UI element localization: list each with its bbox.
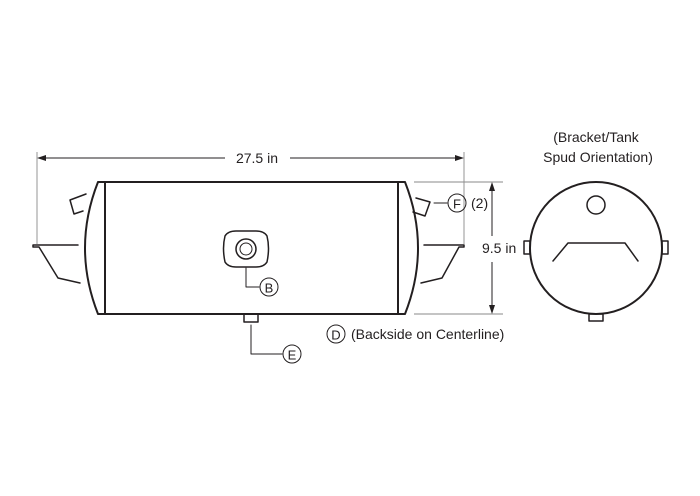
length-dimension: 27.5 in: [36, 150, 465, 244]
bottom-spud: [243, 313, 259, 323]
center-spud-inner-ring: [239, 242, 253, 256]
end-view-left-spud: [523, 240, 531, 255]
callout-b: B: [245, 267, 279, 297]
callout-f-letter: F: [453, 197, 461, 212]
callout-e-letter: E: [288, 348, 297, 363]
diameter-dimension: 9.5 in: [414, 181, 516, 315]
callout-b-letter: B: [265, 281, 274, 296]
end-view-bottom-spud: [588, 313, 604, 322]
center-spud-outer-ring: [235, 238, 257, 260]
callout-d-circle: [326, 324, 346, 344]
callout-e-circle: [282, 344, 302, 364]
end-view-title-line1: (Bracket/Tank: [553, 129, 640, 145]
tank-side-view: [32, 181, 465, 323]
callout-f-note: (2): [471, 195, 488, 211]
tank-end-view: (Bracket/Tank Spud Orientation): [523, 129, 669, 322]
end-view-right-spud: [661, 240, 669, 255]
left-mounting-bracket: [32, 244, 81, 284]
right-end-cap: [397, 181, 419, 315]
diameter-dimension-label: 9.5 in: [482, 240, 516, 256]
end-view-title-line2: Spud Orientation): [543, 149, 653, 165]
left-end-cap: [84, 181, 106, 315]
end-view-tank-circle: [529, 181, 663, 315]
right-spud: [412, 197, 431, 217]
left-top-spud: [69, 193, 87, 215]
callout-d-letter: D: [331, 328, 340, 343]
length-dimension-label: 27.5 in: [236, 150, 278, 166]
callout-d-note: (Backside on Centerline): [351, 326, 504, 342]
callout-e: E: [250, 324, 302, 364]
center-spud-flange: [222, 230, 270, 268]
end-view-top-spud: [586, 195, 606, 215]
callout-d: D (Backside on Centerline): [326, 324, 504, 344]
callout-f: F (2): [433, 193, 488, 213]
right-mounting-bracket: [420, 244, 465, 284]
callout-f-circle: [447, 193, 467, 213]
end-view-bracket: [552, 242, 639, 262]
callout-b-circle: [259, 277, 279, 297]
